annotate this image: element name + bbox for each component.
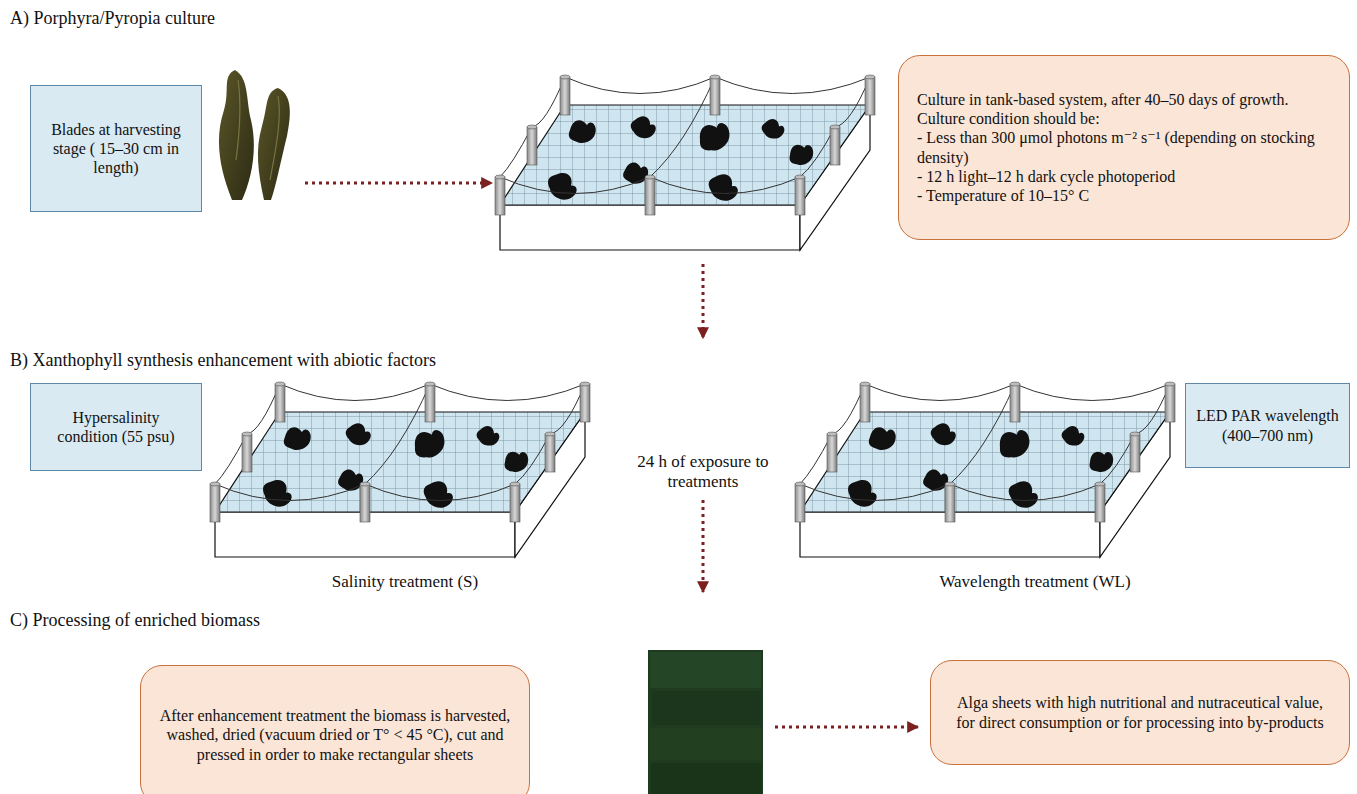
culture-tank [495,75,875,250]
blade-shape [219,70,254,200]
sheet-stack [648,650,763,794]
treatment-box: Hypersalinity condition (55 psu) [30,383,202,471]
condition-box: Culture in tank-based system, after 40–5… [898,55,1350,240]
box-text: After enhancement treatment the biomass … [159,706,511,764]
process-box: After enhancement treatment the biomass … [140,665,530,794]
section-heading: C) Processing of enriched biomass [10,610,610,632]
box-content: After enhancement treatment the biomass … [159,706,511,764]
output-box: Alga sheets with high nutritional and nu… [930,660,1350,765]
tank-caption: Salinity treatment (S) [275,572,535,592]
sheet [650,728,762,760]
sheet [651,763,761,794]
box-content: Blades at harvesting stage ( 15–30 cm in… [41,120,191,178]
wavelength-tank [795,382,1175,557]
flow-arrow [775,726,918,729]
box-text: LED PAR wavelength (400–700 nm) [1196,406,1339,444]
box-content: LED PAR wavelength (400–700 nm) [1196,406,1339,444]
tank-caption: Wavelength treatment (WL) [905,572,1165,592]
treatment-box: LED PAR wavelength (400–700 nm) [1185,383,1350,468]
box-content: Alga sheets with high nutritional and nu… [949,693,1331,731]
section-heading: A) Porphyra/Pyropia culture [10,8,610,30]
box-text: Culture in tank-based system, after 40–5… [917,90,1331,128]
box-content: Hypersalinity condition (55 psu) [41,408,191,446]
sheet [650,652,761,688]
input-box: Blades at harvesting stage ( 15–30 cm in… [30,85,202,212]
flow-arrow [702,500,705,592]
section-heading: B) Xanthophyll synthesis enhancement wit… [10,350,710,372]
box-text: - Temperature of 10–15° C [917,186,1331,205]
flow-arrow [305,182,492,185]
sheet [652,691,761,725]
flow-arrow [702,264,705,338]
flow-arrows [305,183,918,727]
box-text: Alga sheets with high nutritional and nu… [949,693,1331,731]
seaweed-photo [219,70,290,200]
box-text: - 12 h light–12 h dark cycle photoperiod [917,167,1331,186]
blade-highlight [236,80,240,160]
blade-shape [258,88,290,200]
blade-highlight [270,96,279,180]
box-text: Hypersalinity condition (55 psu) [41,408,191,446]
salinity-tank [210,382,590,557]
box-text: - Less than 300 μmol photons m⁻² s⁻¹ (de… [917,128,1331,166]
step-note: 24 h of exposure to treatments [633,452,773,493]
box-text: Blades at harvesting stage ( 15–30 cm in… [41,120,191,178]
box-content: Culture in tank-based system, after 40–5… [917,90,1331,205]
alga-sheets [648,650,763,794]
